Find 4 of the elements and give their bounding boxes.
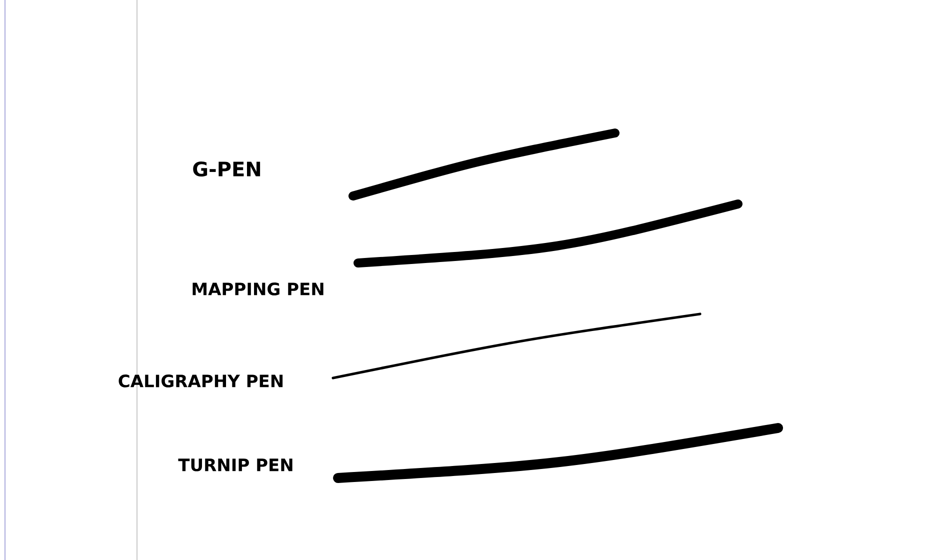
- pen-label: MAPPING PEN: [192, 282, 324, 296]
- pen-label: CALIGRAPHY PEN: [118, 374, 283, 388]
- pen-label: G-PEN: [193, 161, 260, 177]
- pen-label: TURNIP PEN: [178, 458, 292, 472]
